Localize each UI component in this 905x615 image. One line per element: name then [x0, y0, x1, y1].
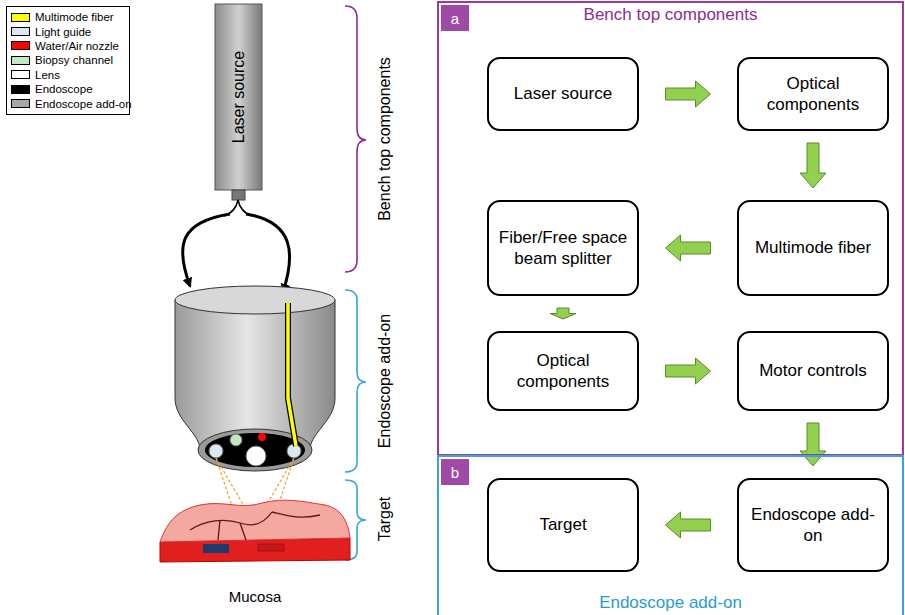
- legend-row: Water/Air nozzle: [11, 39, 125, 53]
- legend-text: Multimode fiber: [35, 11, 114, 23]
- legend-swatch: [11, 99, 30, 108]
- legend-swatch: [11, 41, 30, 50]
- box-label: Optical components: [747, 73, 879, 116]
- panel-title: Bench top components: [439, 5, 902, 25]
- flow-arrow: [666, 358, 711, 384]
- panel: aBench top componentsLaser sourceOptical…: [437, 1, 904, 456]
- bracket-label: Bench top components: [376, 57, 394, 221]
- box-label: Motor controls: [759, 360, 867, 381]
- process-box: Fiber/Free space beam splitter: [487, 200, 639, 296]
- legend-row: Lens: [11, 68, 125, 82]
- box-label: Endoscope add-on: [747, 504, 879, 547]
- legend-swatch: [11, 56, 30, 65]
- bracket-label: Target: [376, 497, 394, 541]
- legend-text: Biopsy channel: [35, 54, 113, 66]
- process-box: Motor controls: [737, 331, 889, 411]
- legend-text: Water/Air nozzle: [35, 40, 119, 52]
- legend-swatch: [11, 13, 30, 22]
- process-box: Optical components: [487, 331, 639, 411]
- part-label: Mucosa: [229, 588, 282, 605]
- legend-text: Lens: [35, 69, 60, 81]
- legend-swatch: [11, 85, 30, 94]
- box-label: Optical components: [497, 350, 629, 393]
- panel-badge: a: [441, 5, 469, 31]
- legend-swatch: [11, 70, 30, 79]
- flow-arrow: [666, 81, 711, 107]
- legend-text: Endoscope: [35, 83, 93, 95]
- flow-arrow: [800, 143, 826, 188]
- bracket-label: Endoscope add-on: [376, 314, 394, 448]
- legend-row: Endoscope: [11, 82, 125, 96]
- box-label: Fiber/Free space beam splitter: [497, 227, 629, 270]
- legend-row: Biopsy channel: [11, 53, 125, 67]
- laser-source: Laser source: [215, 4, 262, 190]
- panel-badge: b: [441, 459, 469, 485]
- process-box: Endoscope add-on: [737, 478, 889, 572]
- process-box: Multimode fiber: [737, 200, 889, 296]
- legend-text: Light guide: [35, 26, 91, 38]
- process-box: Laser source: [487, 57, 639, 131]
- panel-title: Endoscope add-on: [439, 593, 902, 613]
- legend-text: Endoscope add-on: [35, 98, 132, 110]
- box-label: Target: [539, 514, 586, 535]
- flow-arrow: [666, 235, 711, 261]
- legend: Multimode fiberLight guideWater/Air nozz…: [6, 6, 130, 115]
- box-label: Laser source: [514, 83, 612, 104]
- node-label: Laser source: [230, 51, 248, 144]
- panel: bEndoscope add-onTargetEndoscope add-on: [437, 455, 904, 615]
- process-box: Target: [487, 478, 639, 572]
- legend-row: Multimode fiber: [11, 10, 125, 24]
- process-box: Optical components: [737, 57, 889, 131]
- flow-arrow: [666, 512, 711, 538]
- legend-row: Endoscope add-on: [11, 96, 125, 110]
- flow-arrow: [800, 423, 826, 466]
- legend-swatch: [11, 27, 30, 36]
- box-label: Multimode fiber: [755, 237, 871, 258]
- legend-row: Light guide: [11, 24, 125, 38]
- flow-arrow: [550, 308, 576, 319]
